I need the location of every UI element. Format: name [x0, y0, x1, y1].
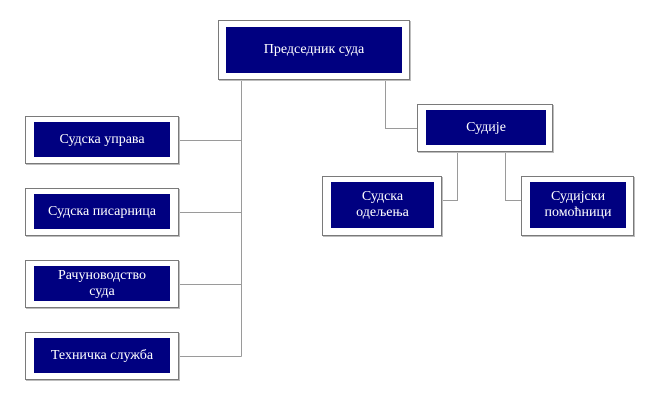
node-court-departments-label-line-1: Судска — [361, 189, 404, 204]
node-president-box: Председник суда — [226, 27, 402, 73]
connector-president-to-judges — [385, 80, 417, 129]
node-president-label: Председник суда — [263, 42, 365, 57]
node-judicial-assistants-label-line-2: помоћници — [544, 205, 612, 220]
node-judicial-assistants-label-line-1: Судијски — [550, 189, 606, 204]
node-court-departments-label-line-2: одељења — [356, 205, 409, 220]
node-accounting-label-line-1: Рачуноводство — [57, 267, 147, 283]
connector-judges-to-judicial-assistants — [505, 152, 521, 201]
node-court-administration-label: Судска управа — [59, 131, 145, 147]
node-accounting-box: Рачуноводство суда — [34, 266, 170, 301]
node-court-registry-label: Судска писарница — [47, 203, 157, 219]
node-technical-service-label: Техничка служба — [50, 347, 154, 363]
connector-judges-to-court-departments — [442, 152, 458, 201]
node-court-administration-box: Судска управа — [34, 122, 170, 157]
node-accounting-label-line-2: суда — [89, 283, 115, 299]
node-judges-label: Судије — [466, 119, 506, 135]
node-court-registry-box: Судска писарница — [34, 194, 170, 229]
node-judges-box: Судије — [426, 110, 546, 145]
node-court-departments-box: Судска одељења — [331, 182, 434, 228]
node-judicial-assistants-box: Судијски помоћници — [530, 182, 626, 228]
node-technical-service-box: Техничка служба — [34, 338, 170, 373]
